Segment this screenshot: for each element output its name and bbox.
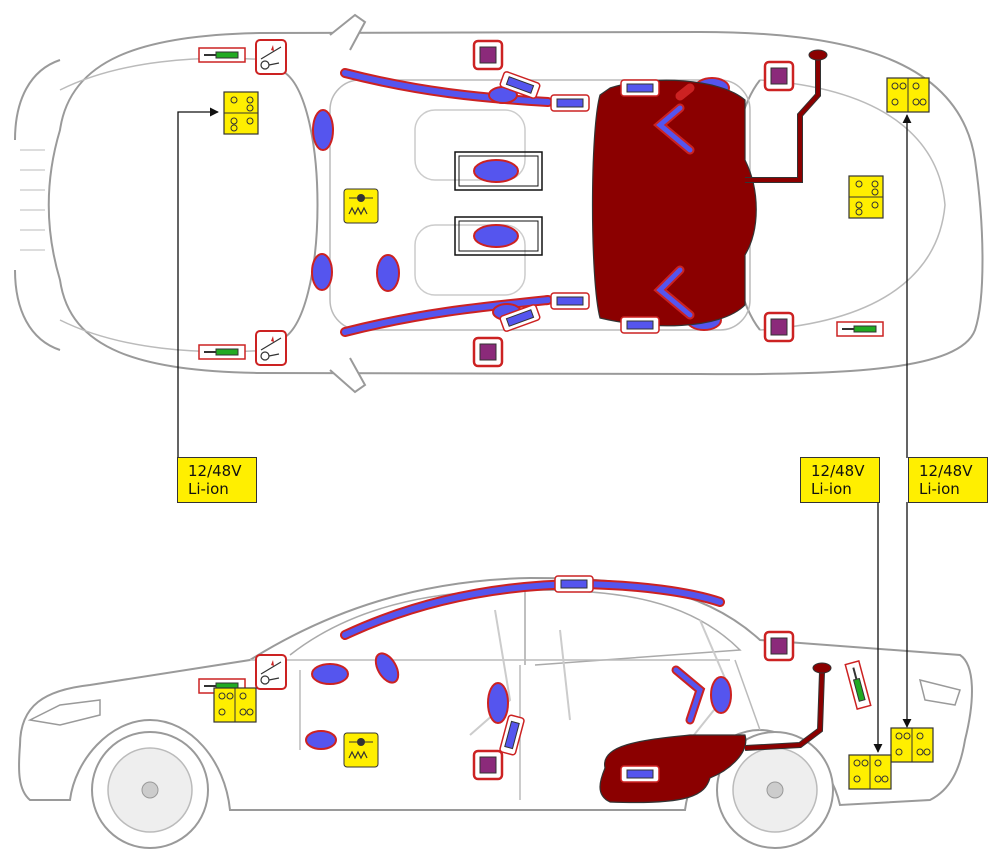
seat-airbag-frame-left [454, 151, 543, 191]
callout-battery-front: 12/48V Li-ion [177, 457, 257, 503]
control-unit-top-rear-left [763, 60, 795, 92]
battery-side-front [213, 687, 257, 723]
seatbelt-tensioner-top-4 [620, 316, 660, 334]
gas-strut-hood-left [198, 47, 246, 63]
callout-battery-rear-side: 12/48V Li-ion [800, 457, 880, 503]
mirror-left [329, 13, 367, 51]
control-unit-top-front-right [472, 336, 504, 368]
driver-knee-airbag [312, 109, 334, 151]
callout-battery-rear-top: 12/48V Li-ion [908, 457, 988, 503]
pedestrian-protection-top-right [255, 330, 287, 366]
rear-airbag-side [710, 676, 732, 714]
seatbelt-tensioner-top-2 [550, 292, 590, 310]
seat-airbag-side [487, 682, 509, 724]
steering-airbag [376, 254, 400, 292]
control-unit-top-rear-right [763, 311, 795, 343]
seat-airbag-frame-right [454, 216, 543, 256]
control-unit-side-rear [763, 630, 795, 662]
callout-battery-front-line2: Li-ion [188, 480, 229, 498]
callout-connectors [177, 107, 912, 753]
mirror-right [329, 357, 367, 394]
seatbelt-tensioner-top-3 [620, 79, 660, 97]
fuel-tank-top [591, 79, 757, 327]
control-unit-top-front-left [472, 39, 504, 71]
pedestrian-protection-side [255, 654, 287, 690]
battery-top-rear-2 [848, 175, 884, 219]
control-unit-side-front [472, 749, 504, 781]
pedestrian-protection-top-left [255, 39, 287, 75]
battery-top-rear-1 [886, 77, 930, 113]
callout-battery-rear-side-line2: Li-ion [811, 480, 852, 498]
top-view-body-outline [47, 30, 984, 376]
battery-side-rear-2 [848, 754, 892, 790]
seatbelt-tensioner-top-1 [550, 94, 590, 112]
callout-battery-rear-side-line1: 12/48V [811, 462, 865, 480]
callout-battery-front-line1: 12/48V [188, 462, 242, 480]
battery-top-front [223, 91, 259, 135]
fuel-tank-side [599, 734, 747, 804]
callout-battery-rear-top-line2: Li-ion [919, 480, 960, 498]
steering-airbag-side [374, 652, 400, 684]
top-view [14, 13, 984, 394]
gas-strut-trunk [836, 321, 884, 337]
seat-center-airbag-right [473, 224, 519, 248]
seatbelt-tensioner-side-roof [554, 575, 594, 593]
passenger-knee-airbag [311, 253, 333, 291]
knee-airbag-side [305, 730, 337, 750]
gas-generator-top [343, 188, 379, 224]
side-view [18, 575, 973, 849]
seat-center-airbag-left [473, 159, 519, 183]
callout-battery-rear-top-line1: 12/48V [919, 462, 973, 480]
seatbelt-tensioner-side-tank [620, 765, 660, 783]
top-view-windshield [279, 69, 319, 341]
front-airbag-side [311, 663, 349, 685]
gas-strut-hood-right [198, 344, 246, 360]
battery-side-rear-1 [890, 727, 934, 763]
gas-generator-side [343, 732, 379, 768]
